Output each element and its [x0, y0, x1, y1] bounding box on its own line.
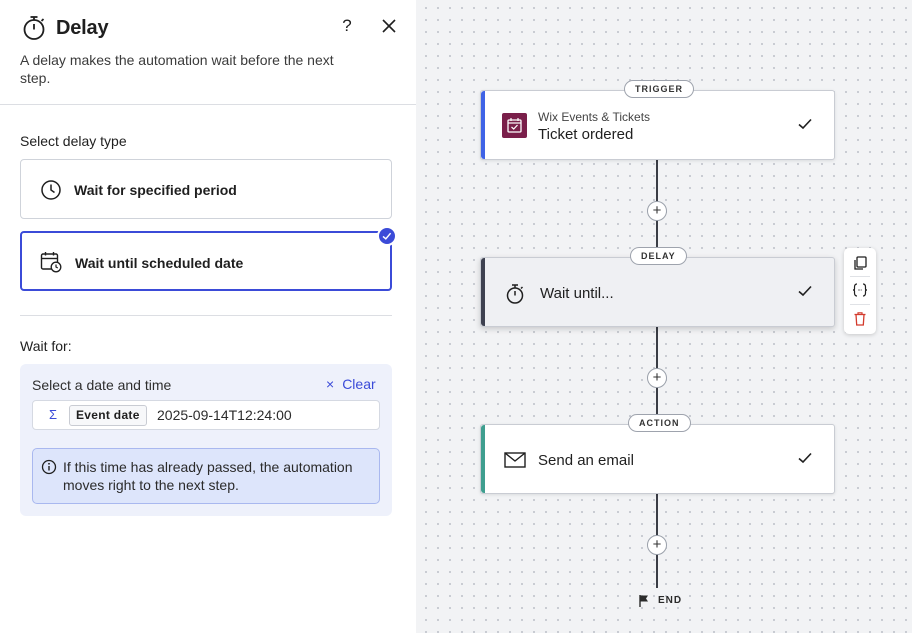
option-label: Wait for specified period — [74, 182, 237, 198]
date-time-section: Select a date and time × Clear Σ Event da… — [20, 364, 392, 516]
clear-label: Clear — [342, 376, 376, 392]
dynamic-value-token[interactable]: Event date — [69, 405, 147, 426]
trigger-title: Ticket ordered — [538, 126, 634, 143]
toolbar-divider — [850, 276, 870, 277]
header-divider — [0, 104, 416, 105]
delete-icon[interactable] — [850, 309, 870, 329]
action-node[interactable]: Send an email — [480, 424, 835, 494]
check-icon — [798, 452, 812, 464]
delay-type-label: Select delay type — [20, 133, 127, 149]
help-button[interactable]: ? — [342, 16, 352, 35]
add-step-button[interactable]: + — [647, 535, 667, 555]
close-icon[interactable] — [379, 15, 399, 37]
delay-settings-panel: Delay ? A delay makes the automation wai… — [0, 0, 416, 633]
trigger-app-name: Wix Events & Tickets — [538, 110, 651, 124]
sigma-icon: Σ — [49, 407, 58, 422]
info-icon — [41, 459, 57, 475]
action-title: Send an email — [538, 452, 634, 469]
panel-title: Delay — [56, 17, 109, 39]
email-icon — [504, 452, 526, 468]
selected-check-icon — [377, 226, 397, 246]
check-icon — [798, 285, 812, 297]
section-divider — [20, 315, 392, 316]
info-text: If this time has already passed, the aut… — [63, 459, 353, 493]
info-notice: If this time has already passed, the aut… — [32, 448, 380, 504]
delay-title: Wait until... — [540, 285, 614, 302]
flag-icon — [639, 595, 648, 607]
automation-canvas[interactable]: Wix Events & Tickets Ticket ordered TRIG… — [416, 0, 912, 633]
delay-node[interactable]: Wait until... — [480, 257, 835, 327]
add-step-button[interactable]: + — [647, 201, 667, 221]
calendar-clock-icon — [40, 252, 62, 273]
panel-description: A delay makes the automation wait before… — [20, 52, 334, 86]
delay-badge: DELAY — [630, 247, 687, 265]
duplicate-icon[interactable] — [850, 253, 870, 273]
clear-button[interactable]: × Clear — [326, 376, 376, 392]
action-badge: ACTION — [628, 414, 691, 432]
date-time-value: 2025-09-14T12:24:00 — [157, 407, 292, 423]
toolbar-divider — [850, 304, 870, 305]
stopwatch-icon — [506, 284, 524, 304]
add-step-button[interactable]: + — [647, 368, 667, 388]
wait-for-label: Wait for: — [20, 338, 72, 354]
trigger-node[interactable]: Wix Events & Tickets Ticket ordered — [480, 90, 835, 160]
clear-x-icon: × — [326, 376, 335, 392]
end-label: END — [658, 595, 683, 606]
node-accent — [481, 258, 485, 326]
code-braces-icon[interactable] — [850, 280, 870, 300]
check-icon — [798, 118, 812, 130]
node-accent — [481, 91, 485, 159]
date-time-input[interactable]: Σ Event date 2025-09-14T12:24:00 — [32, 400, 380, 430]
node-accent — [481, 425, 485, 493]
node-toolbar — [844, 248, 876, 334]
trigger-badge: TRIGGER — [624, 80, 695, 98]
option-label: Wait until scheduled date — [75, 255, 244, 271]
stopwatch-icon — [23, 16, 45, 40]
option-wait-for-period[interactable]: Wait for specified period — [20, 159, 392, 219]
events-app-icon — [502, 113, 527, 138]
clock-icon — [41, 180, 61, 200]
option-wait-until-date[interactable]: Wait until scheduled date — [20, 231, 392, 291]
date-time-label: Select a date and time — [32, 377, 172, 393]
